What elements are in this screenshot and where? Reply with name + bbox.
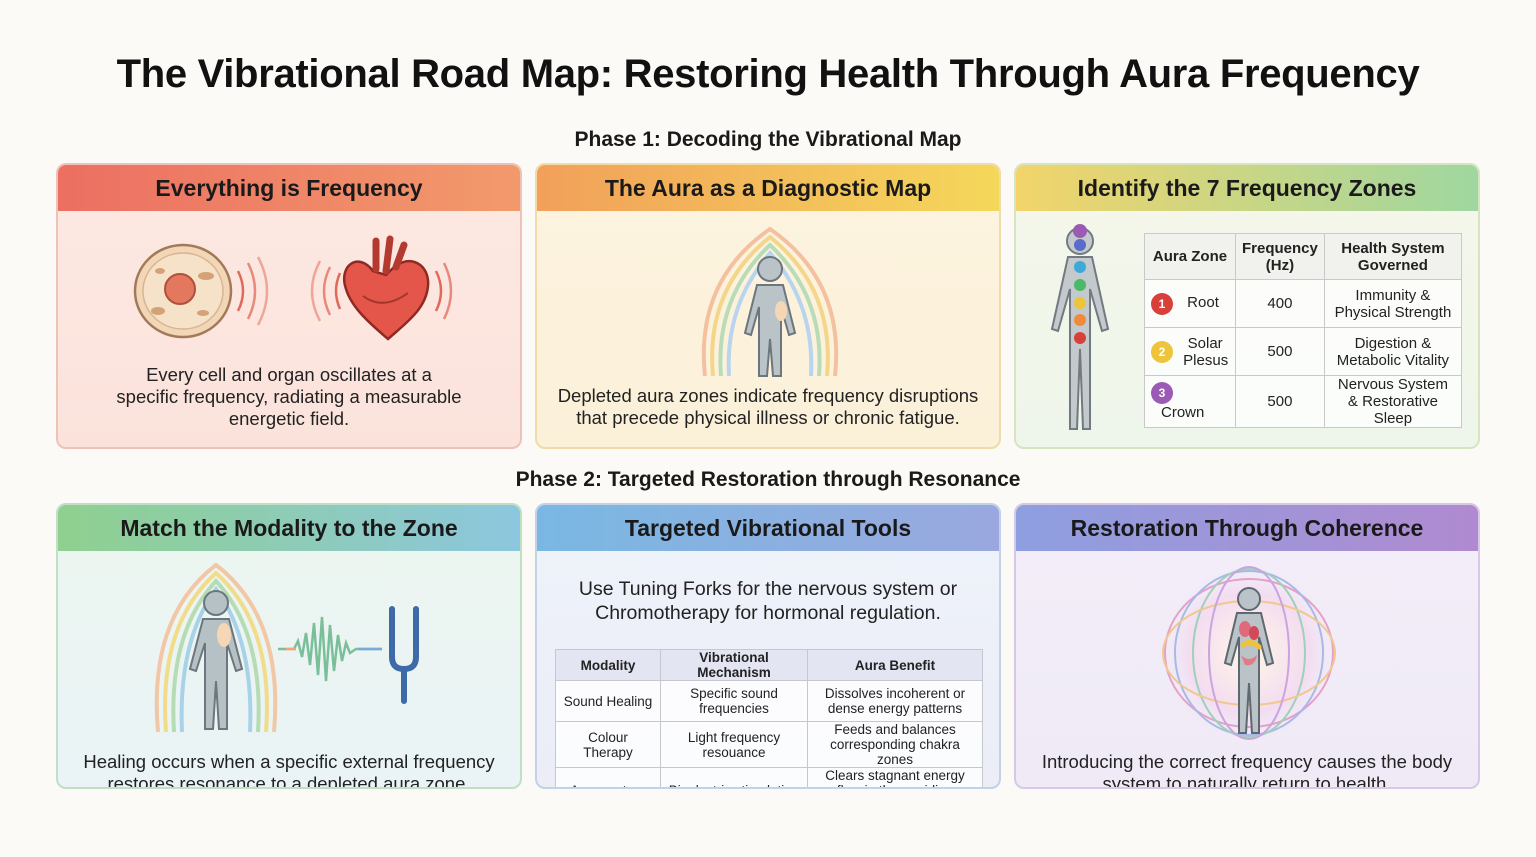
vibrational-tools-table: Modality Vibrational Mechanism Aura Bene… — [555, 649, 983, 787]
phase-2-heading: Phase 2: Targeted Restoration through Re… — [515, 468, 1021, 491]
zone-health-system: Digestion & Metabolic Vitality — [1323, 327, 1463, 376]
mechanism-cell: Light frequency resouance — [660, 721, 808, 768]
table-row: 2 Solar Plesus 500 Digestion & Metabolic… — [1144, 327, 1463, 376]
header-frequency: Frequency (Hz) — [1235, 233, 1325, 280]
zone-frequency: 500 — [1235, 327, 1325, 376]
resonance-illustration — [154, 562, 419, 733]
header-aura-zone: Aura Zone — [1144, 233, 1236, 280]
table-row: Colour Therapy Light frequency resouance… — [555, 721, 983, 768]
mechanism-cell: Bioelectric stimulation — [660, 767, 808, 787]
card-aura-diagnostic-map: The Aura as a Diagnostic Map Depleted au… — [535, 163, 1001, 449]
header-aura-benefit: Aura Benefit — [807, 649, 983, 681]
card-caption: Healing occurs when a specific external … — [83, 751, 495, 789]
coherence-field-illustration — [1162, 566, 1336, 740]
card-header: Restoration Through Coherence — [1016, 505, 1478, 551]
page-title: The Vibrational Road Map: Restoring Heal… — [116, 52, 1420, 96]
card-header: Match the Modality to the Zone — [58, 505, 520, 551]
card-header: Targeted Vibrational Tools — [537, 505, 999, 551]
cell-illustration — [133, 243, 269, 339]
aura-body-illustration — [701, 226, 839, 377]
chakra-body-illustration — [1050, 224, 1110, 430]
card-vibrational-tools: Targeted Vibrational Tools Use Tuning Fo… — [535, 503, 1001, 789]
frequency-zones-table: Aura Zone Frequency (Hz) Health System G… — [1144, 233, 1463, 428]
header-mechanism: Vibrational Mechanism — [660, 649, 808, 681]
benefit-cell: Clears stagnant energy flow in the merid… — [807, 767, 983, 787]
header-modality: Modality — [555, 649, 661, 681]
card-header: The Aura as a Diagnostic Map — [537, 165, 999, 211]
zone-frequency: 400 — [1235, 279, 1325, 328]
table-row: 3 Crown 500 Nervous System & Restorative… — [1144, 375, 1463, 428]
card-frequency-zones: Identify the 7 Frequency Zones Aura Zone… — [1014, 163, 1480, 449]
card-caption: Introducing the correct frequency causes… — [1041, 751, 1453, 789]
card-header: Identify the 7 Frequency Zones — [1016, 165, 1478, 211]
phase-1-heading: Phase 1: Decoding the Vibrational Map — [574, 128, 962, 151]
mechanism-cell: Specific sound frequencies — [660, 680, 808, 722]
zone-number-badge: 1 — [1151, 292, 1173, 315]
benefit-cell: Feeds and balances corresponding chakra … — [807, 721, 983, 768]
modality-cell: Colour Therapy — [555, 721, 661, 768]
card-header: Everything is Frequency — [58, 165, 520, 211]
zone-number-badge: 2 — [1151, 340, 1173, 363]
card-caption: Every cell and organ oscillates at a spe… — [116, 364, 462, 429]
benefit-cell: Dissolves incoherent or dense energy pat… — [807, 680, 983, 722]
zone-number-badge: 3 — [1151, 382, 1173, 404]
card-everything-is-frequency: Everything is Frequency Every cell and o… — [56, 163, 522, 449]
zone-name: Crown — [1161, 404, 1205, 421]
zone-health-system: Nervous System & Restorative Sleep — [1323, 375, 1463, 428]
card-caption: Depleted aura zones indicate frequency d… — [557, 385, 979, 428]
zone-name: Solar Plesus — [1183, 334, 1229, 369]
table-row: Acupuncture Bioelectric stimulation Clea… — [555, 767, 983, 787]
heart-icon — [310, 235, 453, 341]
card-restoration-coherence: Restoration Through Coherence Intr — [1014, 503, 1480, 789]
table-row: Sound Healing Specific sound frequencies… — [555, 680, 983, 722]
modality-cell: Acupuncture — [555, 767, 661, 787]
zone-health-system: Immunity & Physical Strength — [1323, 279, 1463, 328]
zone-name: Root — [1187, 294, 1219, 312]
table-row: 1 Root 400 Immunity & Physical Strength — [1144, 279, 1463, 328]
modality-cell: Sound Healing — [555, 680, 661, 722]
card-match-modality: Match the Modality to the Zone Healing o… — [56, 503, 522, 789]
header-health-system: Health System Governed — [1323, 233, 1463, 280]
zone-frequency: 500 — [1235, 375, 1325, 428]
tools-intro: Use Tuning Forks for the nervous system … — [578, 578, 958, 624]
